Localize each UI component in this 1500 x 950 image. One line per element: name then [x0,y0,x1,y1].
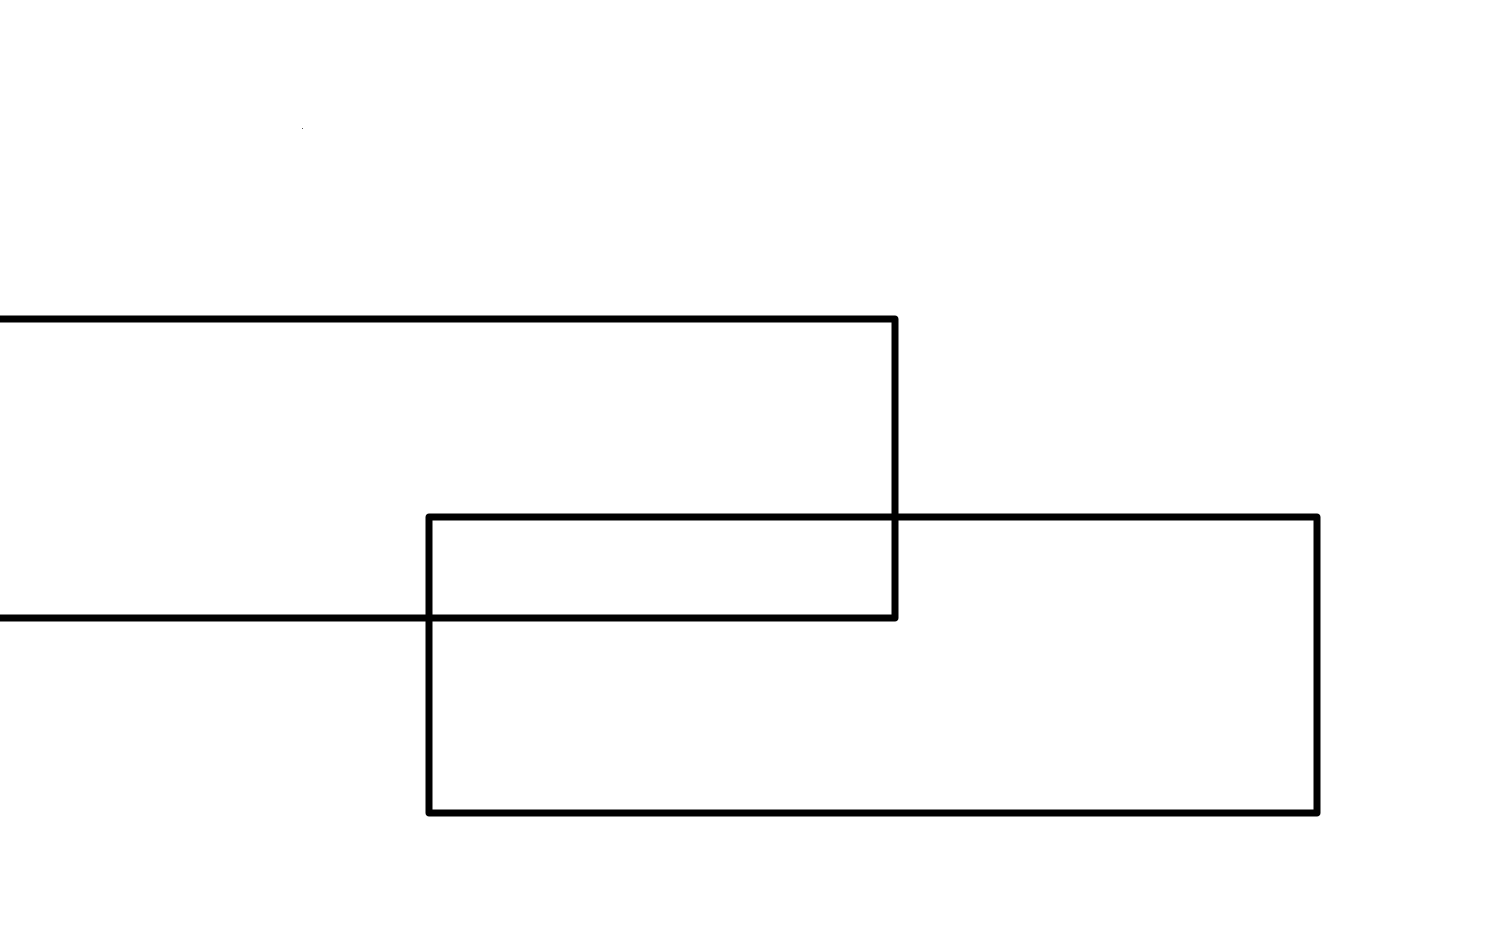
rectangle-lower-right [425,513,1321,817]
rectangle-upper-left [0,315,899,622]
speck-dot [302,128,303,129]
